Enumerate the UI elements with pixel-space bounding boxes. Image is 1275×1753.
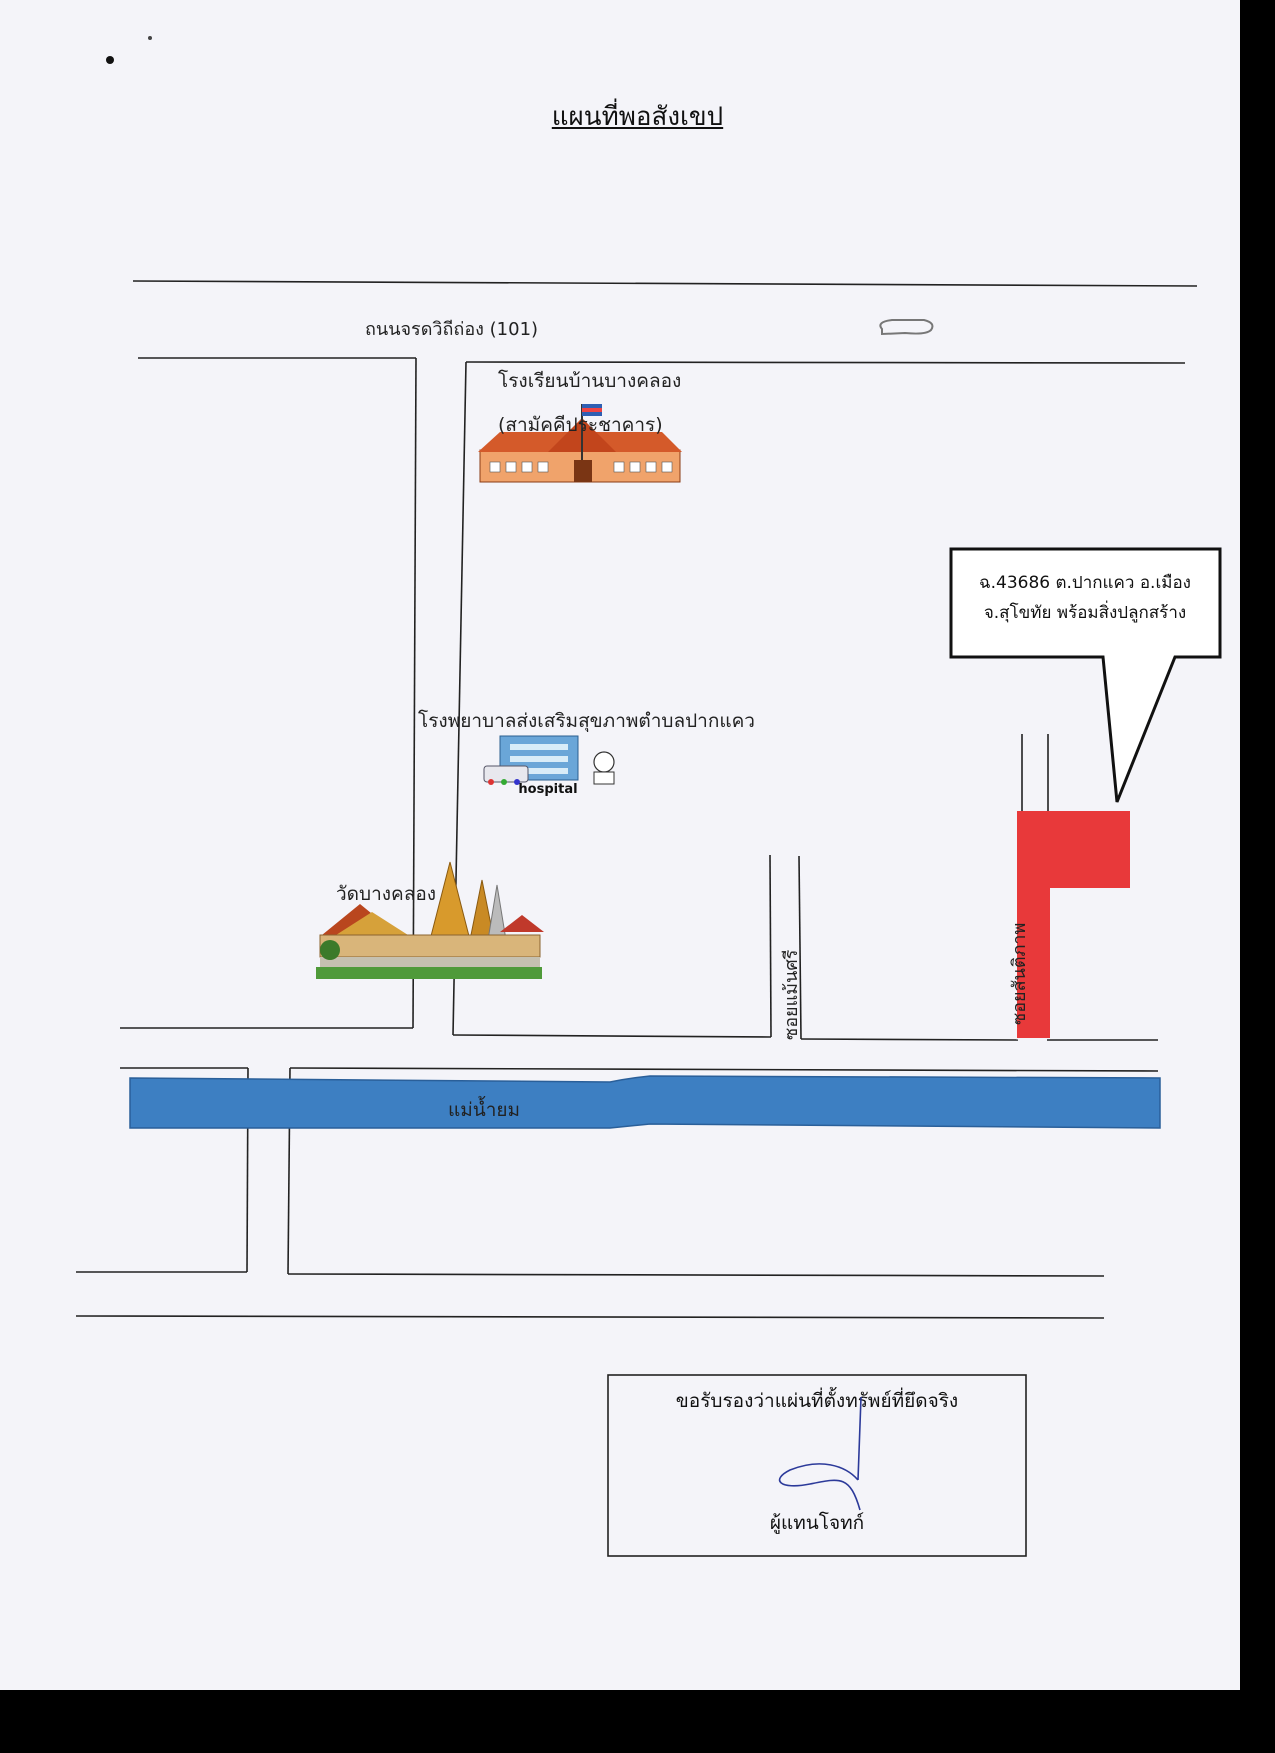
signature: [778, 1396, 862, 1511]
hospital-icon-text: hospital: [518, 782, 577, 797]
road-main: [132, 280, 1198, 364]
property-callout: [949, 547, 1222, 803]
temple-icon: [316, 861, 544, 979]
certification-box: [607, 1374, 1027, 1557]
scan-speck: [148, 36, 152, 40]
soi-maensri-label: ซอยแม้นศรี: [781, 949, 802, 1040]
callout-line1: ฉ.43686 ต.ปากแคว อ.เมือง: [979, 573, 1191, 593]
callout-line2: จ.สุโขทัย พร้อมสิ่งปลูกสร้าง: [984, 600, 1186, 623]
road-main-label: ถนนจรดวิถีถ่อง (101): [365, 319, 538, 340]
hospital-label: โรงพยาบาลส่งเสริมสุขภาพตำบลปากแคว: [418, 709, 755, 733]
hospital-icon: hospital: [483, 735, 615, 797]
school-label-line2: (สามัคคีประชาคาร): [498, 414, 663, 436]
scan-speck: [106, 56, 114, 64]
river-label: แม่น้ำยม: [448, 1096, 520, 1121]
map-title: แผนที่พอสังเขป: [551, 102, 724, 132]
river-shape: [129, 1075, 1161, 1129]
certification-text: ขอรับรองว่าแผ่นที่ตั้งทรัพย์ที่ยึดจริง: [676, 1387, 958, 1412]
soi-santiphap: [1021, 734, 1049, 812]
paperclip-mark: [879, 319, 934, 336]
school-label-line1: โรงเรียนบ้านบางคลอง: [498, 369, 681, 392]
soi-maensri: [769, 854, 802, 1040]
temple-label: วัดบางคลอง: [336, 883, 436, 905]
certification-signer: ผู้แทนโจทก์: [770, 1511, 864, 1534]
school-icon: [478, 404, 682, 483]
soi-santiphap-label: ซอยสันติภาพ: [1009, 923, 1030, 1025]
property-marker: [1017, 811, 1130, 1038]
